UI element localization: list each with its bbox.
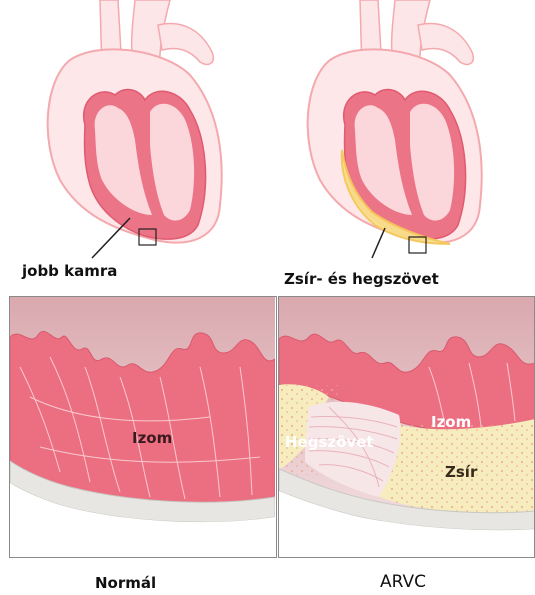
arvc-caption: ARVC — [380, 572, 426, 592]
arvc-tissue-panel: Hegszövet Izom Zsír — [278, 296, 535, 558]
normal-heart-illustration — [40, 0, 255, 260]
fat-label: Zsír — [445, 463, 477, 481]
fat-pointer-line — [372, 228, 385, 258]
normal-caption: Normál — [95, 574, 156, 592]
pulmonary-vessel — [418, 24, 473, 65]
fat-and-scar-label: Zsír- és hegszövet — [284, 270, 439, 288]
right-ventricle-label: jobb kamra — [22, 262, 117, 280]
normal-tissue-panel: Izom — [9, 296, 277, 558]
arvc-heart-illustration — [300, 0, 515, 260]
scar-label: Hegszövet — [285, 433, 374, 451]
pulmonary-vessel — [158, 24, 213, 65]
muscle-label: Izom — [132, 429, 172, 447]
muscle-label: Izom — [431, 413, 471, 431]
